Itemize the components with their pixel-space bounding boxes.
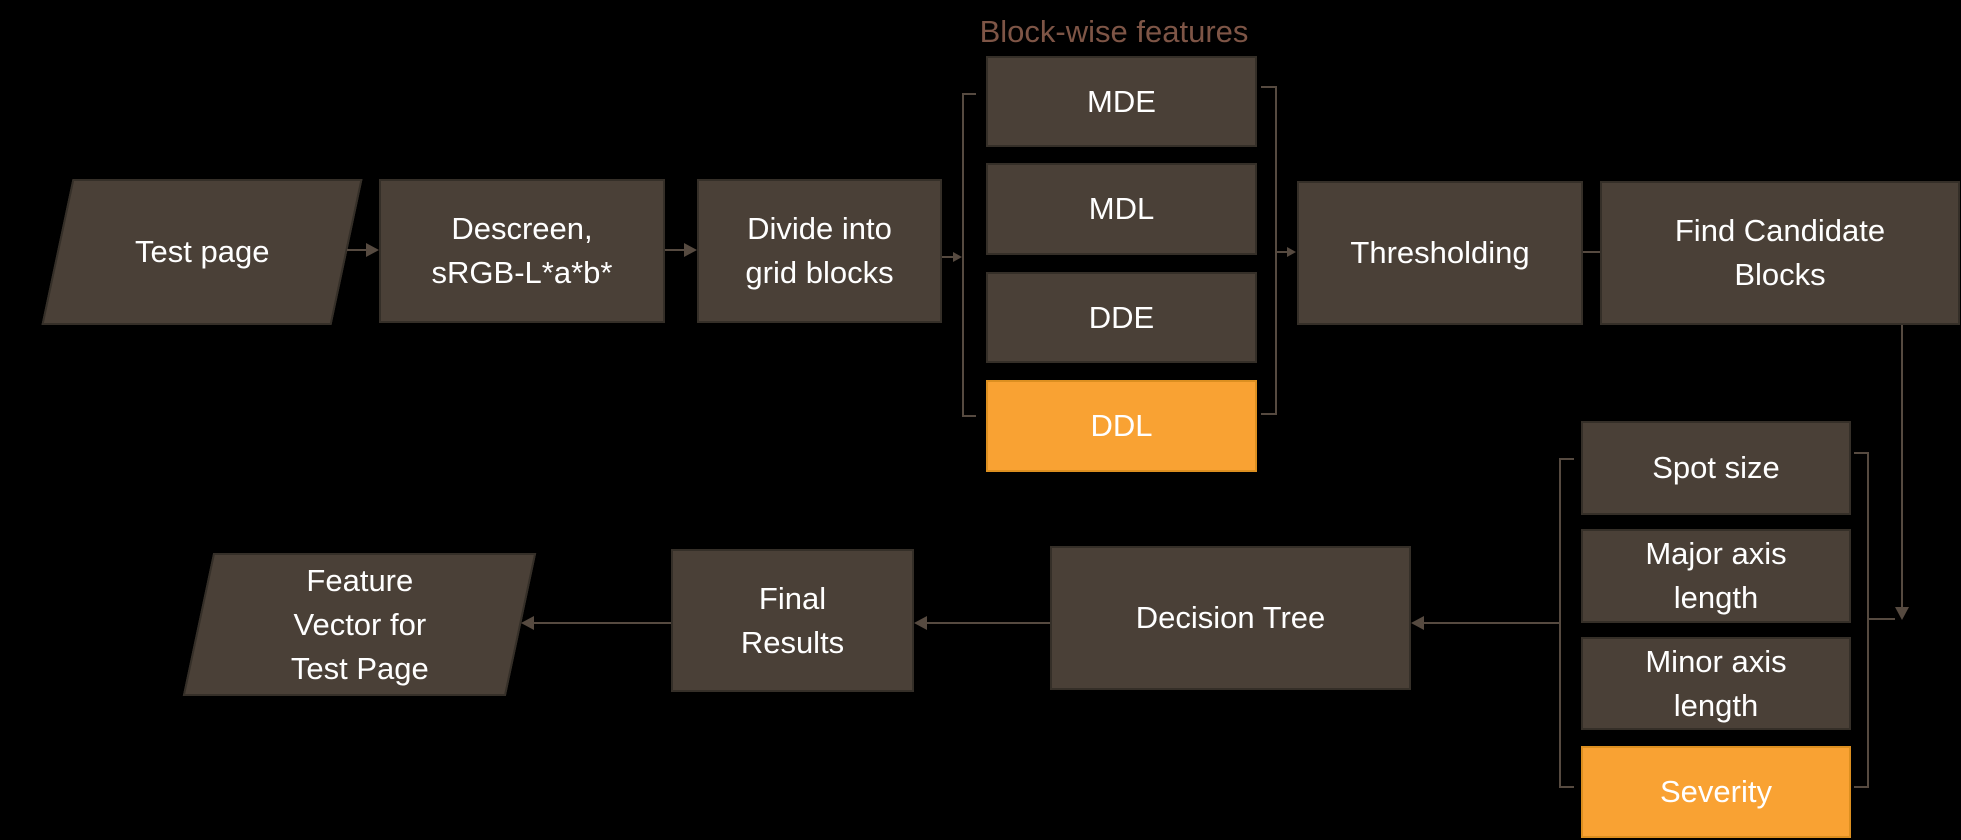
connector-finalresults-featurevector — [534, 622, 671, 624]
block-wise-features-title: Block-wise features — [979, 14, 1249, 49]
node-major-axis-length: Major axis length — [1581, 529, 1851, 623]
node-final-results-label: Final Results — [740, 580, 845, 660]
bracket-candidate-right-vertical — [1867, 452, 1869, 788]
arrowhead-into-divide — [684, 243, 697, 257]
node-ddl-highlighted: DDL — [986, 380, 1257, 472]
node-descreen-label: Descreen, sRGB-L*a*b* — [431, 211, 613, 290]
connector-decisiontree-finalresults — [927, 622, 1050, 624]
node-ddl-label: DDL — [1090, 408, 1153, 443]
bracket-features-right-top-tick — [1261, 86, 1275, 88]
arrowhead-into-thresholding — [1287, 247, 1296, 257]
node-divide-grid-blocks-label: Divide into grid blocks — [745, 211, 894, 290]
node-minor-axis-length-label: Minor axis length — [1645, 643, 1787, 723]
node-mde: MDE — [986, 56, 1257, 147]
node-divide-grid-blocks: Divide into grid blocks — [697, 179, 942, 323]
bracket-candidate-left-vertical — [1559, 458, 1561, 788]
node-spot-size: Spot size — [1581, 421, 1851, 515]
arrowhead-into-decision-tree — [1411, 616, 1424, 630]
arrowhead-into-feature-vector — [521, 616, 534, 630]
node-minor-axis-length: Minor axis length — [1581, 637, 1851, 730]
connector-findcandidate-down — [1901, 325, 1903, 607]
bracket-features-right-bottom-tick — [1261, 413, 1275, 415]
node-dde: DDE — [986, 272, 1257, 363]
node-severity-label: Severity — [1660, 774, 1772, 809]
node-thresholding-label: Thresholding — [1350, 235, 1530, 270]
arrowhead-into-left-bracket — [953, 252, 962, 262]
bracket-candidate-left-bottom-tick — [1560, 786, 1574, 788]
node-mde-label: MDE — [1087, 83, 1156, 119]
connector-thresholding-findcandidate — [1583, 251, 1600, 253]
node-feature-vector-label: Feature Vector for Test Page — [290, 562, 429, 686]
connector-testpage-descreen — [347, 249, 367, 251]
node-spot-size-label: Spot size — [1652, 450, 1780, 485]
node-dde-label: DDE — [1088, 299, 1155, 335]
node-mdl: MDL — [986, 163, 1257, 255]
connector-descreen-divide — [665, 249, 685, 251]
node-test-page: Test page — [41, 179, 363, 325]
node-test-page-label: Test page — [134, 234, 270, 269]
bracket-features-left-vertical — [962, 93, 964, 417]
bracket-candidate-left-top-tick — [1560, 458, 1574, 460]
connector-divide-bracket — [942, 256, 954, 258]
connector-bracket-decisiontree — [1423, 622, 1560, 624]
node-descreen: Descreen, sRGB-L*a*b* — [379, 179, 665, 323]
node-find-candidate-blocks-label: Find Candidate Blocks — [1674, 213, 1886, 292]
node-severity-highlighted: Severity — [1581, 746, 1851, 838]
arrowhead-down-into-candidate-features — [1895, 607, 1909, 620]
node-thresholding: Thresholding — [1297, 181, 1583, 325]
connector-bracket-thresholding — [1277, 251, 1288, 253]
bracket-candidate-right-bottom-tick — [1854, 786, 1868, 788]
node-final-results: Final Results — [671, 549, 914, 692]
node-find-candidate-blocks: Find Candidate Blocks — [1600, 181, 1960, 325]
bracket-features-left-top-tick — [962, 93, 976, 95]
node-decision-tree-label: Decision Tree — [1135, 600, 1326, 635]
node-major-axis-length-label: Major axis length — [1645, 536, 1787, 615]
bracket-candidate-right-top-tick — [1854, 452, 1868, 454]
arrowhead-into-final-results — [914, 616, 927, 630]
connector-bracket-to-down-arrow — [1868, 618, 1895, 620]
node-feature-vector: Feature Vector for Test Page — [182, 553, 537, 696]
bracket-features-left-bottom-tick — [962, 415, 976, 417]
bracket-features-right-vertical — [1275, 86, 1277, 415]
node-decision-tree: Decision Tree — [1050, 546, 1411, 690]
arrowhead-into-descreen — [366, 243, 379, 257]
node-mdl-label: MDL — [1088, 191, 1155, 226]
